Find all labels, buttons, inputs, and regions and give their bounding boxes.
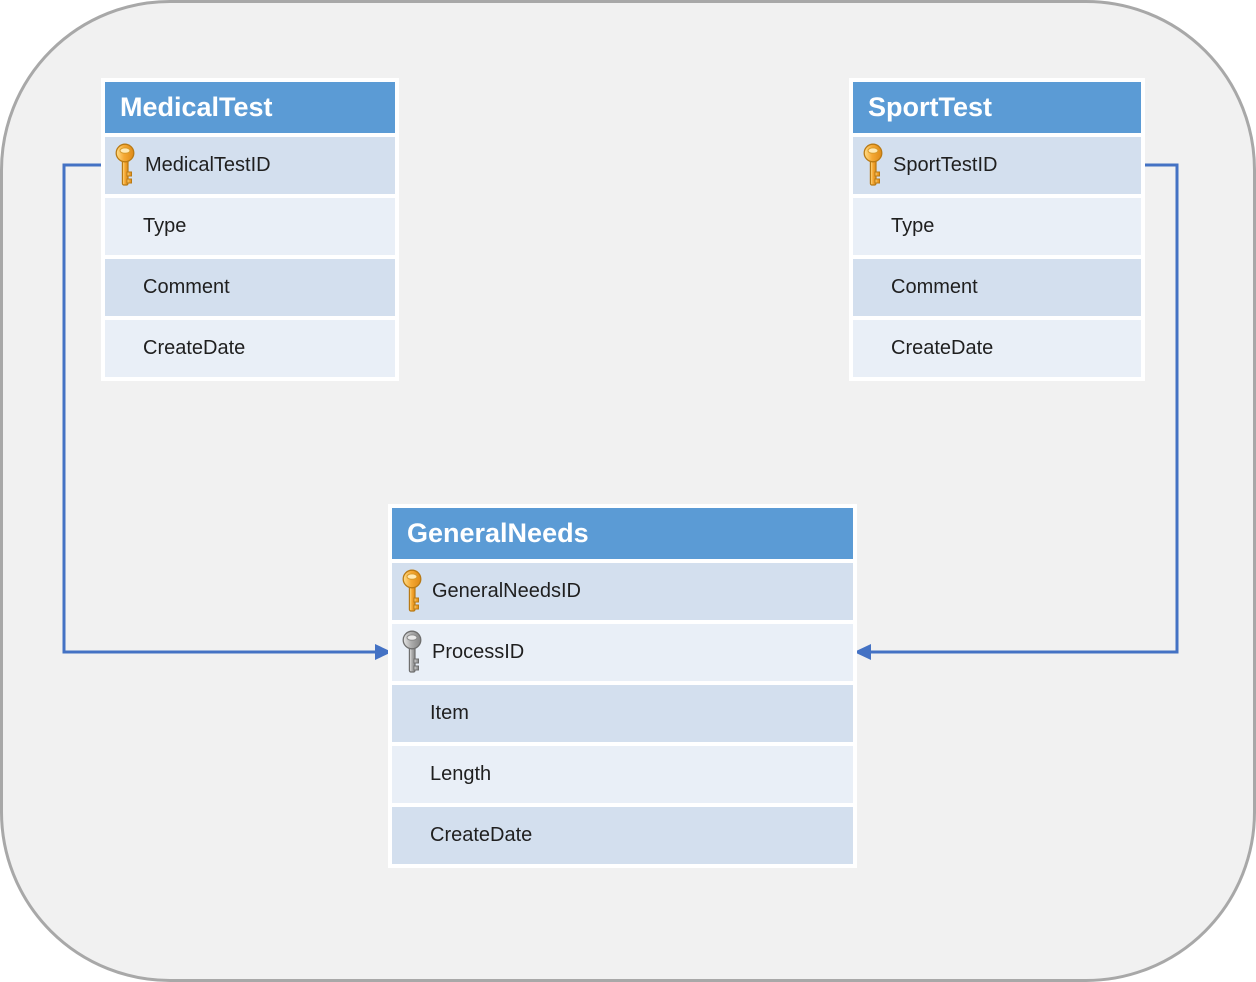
table-medicaltest: MedicalTest MedicalTestID Type Comment C… <box>101 78 399 381</box>
field-label: Comment <box>143 276 230 298</box>
table-title-generalneeds: GeneralNeeds <box>392 508 853 559</box>
field-label: Type <box>891 215 935 237</box>
table-sporttest: SportTest SportTestID Type Comment Creat… <box>849 78 1145 381</box>
field-label: ProcessID <box>432 641 525 663</box>
field-row-comment: Comment <box>105 259 395 316</box>
field-label: SportTestID <box>893 154 998 176</box>
primary-key-icon <box>863 143 883 186</box>
primary-key-icon <box>115 143 135 186</box>
field-row-sporttestid: SportTestID <box>853 137 1141 194</box>
field-row-type: Type <box>105 198 395 255</box>
field-row-item: Item <box>392 685 853 742</box>
field-label: CreateDate <box>143 337 246 359</box>
table-title-medicaltest: MedicalTest <box>105 82 395 133</box>
field-row-comment: Comment <box>853 259 1141 316</box>
field-row-createdate: CreateDate <box>392 807 853 864</box>
primary-key-icon <box>402 569 422 612</box>
field-label: Type <box>143 215 187 237</box>
table-generalneeds: GeneralNeeds GeneralNeedsID ProcessID I <box>388 504 857 868</box>
field-row-length: Length <box>392 746 853 803</box>
field-label: Length <box>430 763 492 785</box>
field-row-generalneedsid: GeneralNeedsID <box>392 563 853 620</box>
field-label: Item <box>430 702 469 724</box>
field-row-processid: ProcessID <box>392 624 853 681</box>
field-label: Comment <box>891 276 978 298</box>
field-row-medicaltestid: MedicalTestID <box>105 137 395 194</box>
field-label: MedicalTestID <box>145 154 271 176</box>
field-label: GeneralNeedsID <box>432 580 581 602</box>
field-label: CreateDate <box>430 824 533 846</box>
table-title-sporttest: SportTest <box>853 82 1141 133</box>
field-row-type: Type <box>853 198 1141 255</box>
field-row-createdate: CreateDate <box>105 320 395 377</box>
field-row-createdate: CreateDate <box>853 320 1141 377</box>
foreign-key-icon <box>402 630 422 673</box>
field-label: CreateDate <box>891 337 994 359</box>
